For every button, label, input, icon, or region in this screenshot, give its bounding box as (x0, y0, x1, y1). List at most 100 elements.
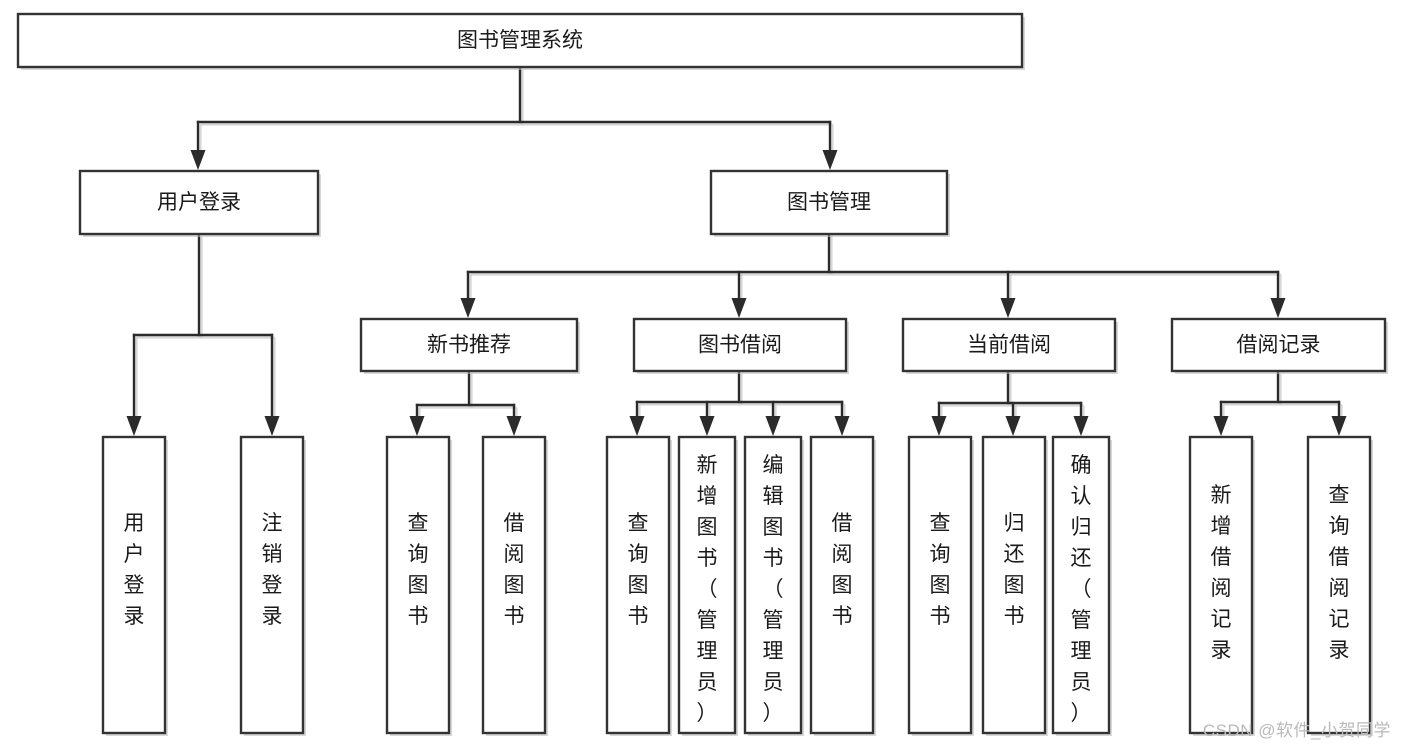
node-label: 借阅记录 (1237, 334, 1321, 357)
node-root[interactable]: 图书管理系统 (16, 12, 1025, 70)
arrow-head-icon (765, 416, 781, 436)
node-label-char: 增 (1211, 515, 1232, 538)
node-label-char: 登 (262, 574, 283, 597)
arrow-head-icon (190, 150, 206, 170)
arrow-head-icon (460, 298, 476, 318)
node-label-char: 归 (1004, 512, 1025, 535)
node-box[interactable] (677, 435, 737, 735)
node-label-char: 户 (124, 543, 145, 566)
node-box[interactable] (1306, 435, 1372, 735)
node-label-char: 借 (1329, 546, 1350, 569)
node-label-char: 理 (763, 640, 784, 663)
node-label: 当前借阅 (967, 334, 1051, 357)
node-label: 图书管理 (787, 191, 871, 214)
arrow-head-icon (699, 416, 715, 436)
node-box[interactable] (907, 435, 973, 735)
arrow-head-icon (1000, 298, 1016, 318)
node-box[interactable] (743, 435, 803, 735)
node-box[interactable] (1188, 435, 1254, 735)
node-box[interactable] (16, 12, 1024, 69)
node-label-char: 新 (1211, 484, 1232, 507)
node-label-char: 登 (124, 574, 145, 597)
node-label: 图书借阅 (698, 334, 782, 357)
node-box[interactable] (1170, 317, 1387, 373)
node-label-char: 理 (697, 640, 718, 663)
node-book-borrow[interactable]: 图书借阅 (632, 317, 849, 374)
node-label-char: 员 (697, 671, 718, 694)
arrow-head-icon (731, 298, 747, 318)
node-box[interactable] (481, 435, 547, 735)
node-box[interactable] (981, 435, 1047, 735)
node-box[interactable] (605, 435, 671, 735)
node-label-char: 图 (930, 574, 951, 597)
node-label-char: 销 (262, 543, 283, 566)
node-label-char: 管 (1071, 609, 1092, 632)
node-box[interactable] (385, 435, 451, 735)
node-book-management[interactable]: 图书管理 (709, 169, 950, 237)
node-label-char: 图 (504, 574, 525, 597)
node-box[interactable] (359, 317, 579, 373)
node-box[interactable] (101, 435, 167, 735)
node-label-char: ） (1071, 702, 1092, 725)
node-label-char: 记 (1211, 608, 1232, 631)
node-label-char: 借 (1211, 546, 1232, 569)
node-leaf-user-login[interactable]: 用户登录 (101, 435, 168, 736)
node-borrow-record[interactable]: 借阅记录 (1170, 317, 1388, 374)
node-label-char: （ (763, 578, 784, 601)
arrow-head-icon (834, 416, 850, 436)
node-new-book-recommend[interactable]: 新书推荐 (359, 317, 580, 374)
node-label-char: 借 (832, 512, 853, 535)
arrow-head-icon (822, 150, 838, 170)
node-label-char: 询 (930, 543, 951, 566)
node-box[interactable] (709, 169, 949, 236)
arrow-head-icon (264, 416, 280, 436)
node-label-char: 录 (262, 605, 283, 628)
node-user-login[interactable]: 用户登录 (78, 169, 321, 237)
node-label-char: 询 (1329, 515, 1350, 538)
arrow-head-icon (506, 416, 522, 436)
node-label-char: 员 (763, 671, 784, 694)
node-label-char: 认 (1071, 485, 1092, 508)
arrow-head-icon (1331, 416, 1347, 436)
node-label-char: 还 (1071, 547, 1092, 570)
node-label-char: 增 (697, 485, 718, 508)
node-label-char: 书 (628, 605, 649, 628)
node-label-char: 书 (697, 547, 718, 570)
node-label: 新书推荐 (427, 334, 511, 357)
node-box[interactable] (809, 435, 875, 735)
node-label-char: 阅 (1329, 577, 1350, 600)
node-label-char: 书 (504, 605, 525, 628)
node-label-char: 记 (1329, 608, 1350, 631)
node-label-char: 图 (697, 516, 718, 539)
node-label-char: 书 (763, 547, 784, 570)
node-label-char: （ (697, 578, 718, 601)
node-box[interactable] (632, 317, 848, 373)
node-current-borrow[interactable]: 当前借阅 (901, 317, 1118, 374)
node-box[interactable] (78, 169, 320, 236)
node-label-char: 新 (697, 454, 718, 477)
node-label-char: 阅 (832, 543, 853, 566)
node-label-char: 用 (124, 512, 145, 535)
node-label-char: 理 (1071, 640, 1092, 663)
node-label-char: 查 (408, 512, 429, 535)
node-label-char: 书 (930, 605, 951, 628)
node-box[interactable] (1051, 435, 1111, 735)
node-label-char: 阅 (504, 543, 525, 566)
node-box[interactable] (901, 317, 1117, 373)
node-label: 用户登录 (157, 191, 241, 214)
node-label-char: 阅 (1211, 577, 1232, 600)
node-box[interactable] (239, 435, 305, 735)
